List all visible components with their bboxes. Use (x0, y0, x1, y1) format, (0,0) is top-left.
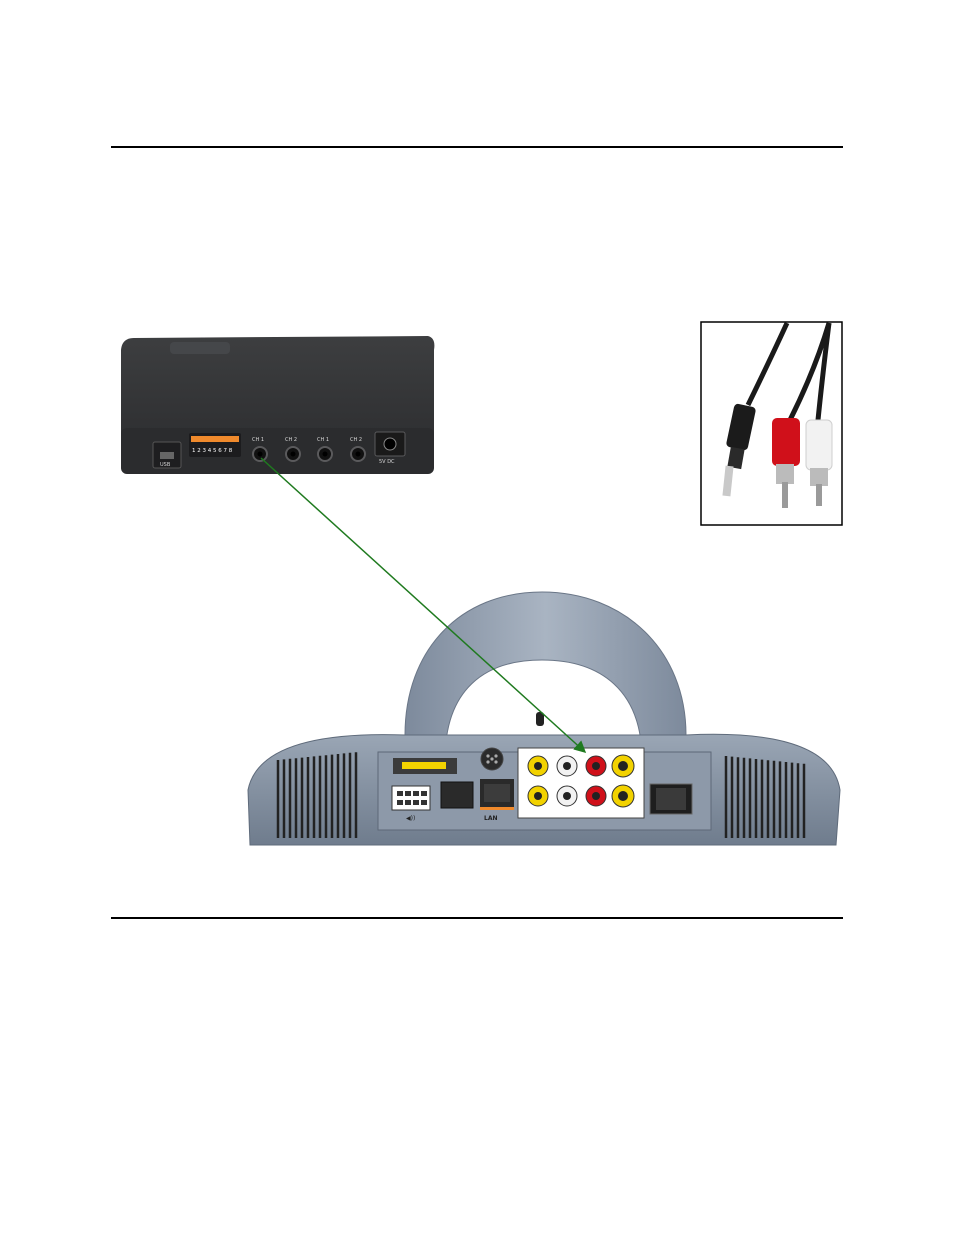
cable-photo-inset (701, 322, 842, 525)
mixer-power-label: 5V DC (379, 459, 395, 465)
rca-jack-center (563, 762, 571, 770)
video-codec-device: ◀)) LAN (248, 592, 840, 845)
mixer-dip-switches: 1 2 3 4 5 6 7 8 (189, 433, 241, 457)
codec-card-slot (393, 758, 457, 774)
mixer-top-label-plate (170, 342, 230, 354)
svideo-jack-center (618, 791, 628, 801)
rca-jack-center (592, 792, 600, 800)
rca-jack-center (563, 792, 571, 800)
codec-lan-label: LAN (484, 815, 498, 822)
svideo-jack-center (618, 761, 628, 771)
codec-power-switch (650, 784, 692, 814)
rca-jack-center (534, 762, 542, 770)
mixer-usb-port: USB (153, 442, 181, 468)
rca-jack-center (592, 762, 600, 770)
mixer-jack-label-3: CH 1 (317, 437, 329, 443)
rca-jack-center (534, 792, 542, 800)
mixer-dip-numbers: 1 2 3 4 5 6 7 8 (192, 448, 233, 454)
codec-din-port (481, 748, 503, 770)
mixer-jack-label-4: CH 2 (350, 437, 362, 443)
svg-text:◀)): ◀)) (406, 815, 415, 822)
mixer-jack-label-1: CH 1 (252, 437, 264, 443)
codec-camera-port (441, 782, 473, 808)
mixer-usb-label: USB (160, 462, 171, 468)
mixer-jack-label-2: CH 2 (285, 437, 297, 443)
audio-mixer-device: USB 1 2 3 4 5 6 7 8 CH 1 CH 2 CH 1 CH 2 (121, 336, 434, 474)
